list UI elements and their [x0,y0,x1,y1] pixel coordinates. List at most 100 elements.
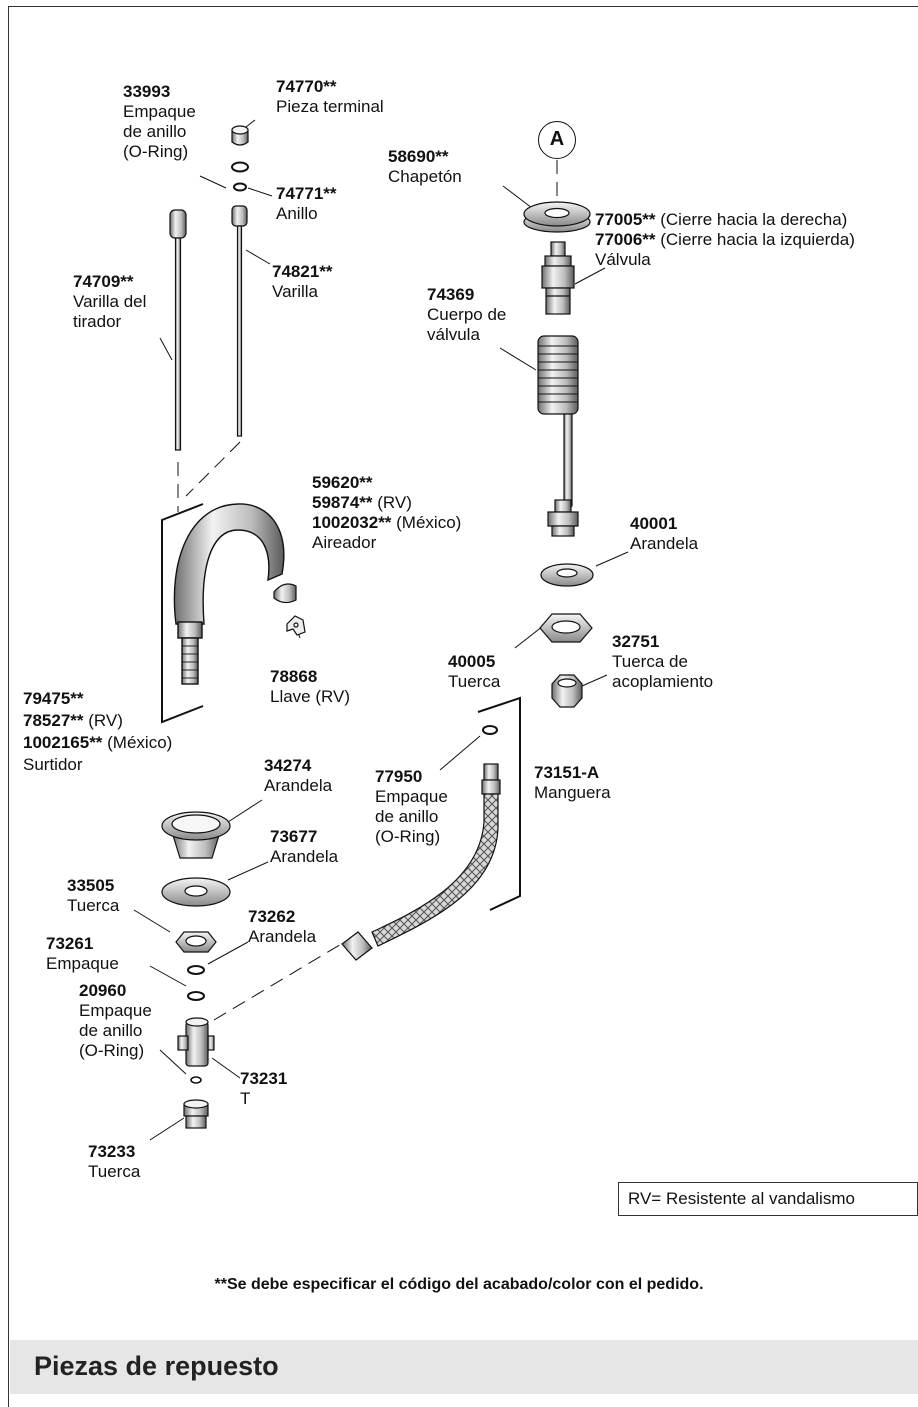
leader-74709 [159,337,173,361]
label-aerator: 59620** 59874** (RV) 1002032** (México) … [312,473,461,553]
part-desc: Empaque [123,102,196,121]
part-code: 74709 [73,272,121,291]
label-32751: 32751 Tuerca de acoplamiento [612,632,713,692]
part-note: (Cierre hacia la izquierda) [655,230,855,249]
label-74821: 74821** Varilla [272,262,333,302]
coupling-nut [551,674,583,708]
part-desc: (O-Ring) [375,827,441,846]
part-desc: Válvula [595,250,651,269]
section-banner: Piezas de repuesto [10,1340,918,1394]
part-code: 77006 [595,230,643,249]
part-code: 79475 [23,689,71,708]
leader-58690 [502,185,533,209]
finish-mark: ** [642,210,656,229]
part-desc: Tuerca [448,672,501,691]
finish-mark: ** [89,733,103,752]
label-74709: 74709** Varilla del tirador [73,272,146,332]
finish-mark: ** [70,689,84,708]
part-note: (México) [102,733,173,752]
part-desc: de anillo [375,807,439,826]
part-desc: de anillo [123,122,187,141]
part-desc: Tuerca de [612,652,688,671]
dashed-assembly-lines [177,160,558,1021]
valve-cartridge [541,241,575,315]
callout-circle-a: A [538,121,576,159]
part-code: 1002032 [312,513,379,532]
label-33993: 33993 Empaque de anillo (O-Ring) [123,82,196,162]
finish-mark: ** [435,147,449,166]
leader-32751 [581,674,608,687]
part-desc: Anillo [276,204,318,223]
leader-74821 [245,249,271,265]
leader-74369 [499,347,537,371]
part-note: (RV) [372,493,412,512]
label-33505: 33505 Tuerca [67,876,119,916]
label-73231: 73231 T [240,1069,287,1109]
spout [173,503,285,685]
label-valve-cartridge: 77005** (Cierre hacia la derecha) 77006*… [595,210,855,270]
part-desc: Aireador [312,533,377,552]
part-code: 20960 [79,981,127,1000]
part-code: 74821 [272,262,320,281]
finish-mark: ** [323,184,337,203]
label-78868: 78868 Llave (RV) [270,667,350,707]
finish-mark: ** [642,230,656,249]
part-desc: acoplamiento [612,672,714,691]
part-desc: Empaque [79,1001,152,1020]
part-code: 34274 [264,756,312,775]
part-desc: válvula [427,325,480,344]
leader-73233 [149,1117,185,1141]
part-code: 73231 [240,1069,288,1088]
part-desc: Empaque [46,954,119,973]
part-desc: T [240,1089,251,1108]
part-desc: Manguera [534,783,611,802]
part-code: 58690 [388,147,436,166]
part-desc: Chapetón [388,167,462,186]
finish-mark: ** [70,711,84,730]
part-desc: Varilla del [73,292,147,311]
leader-73262 [207,941,249,965]
part-code: 74771 [276,184,324,203]
label-73262: 73262 Arandela [248,907,316,947]
part-code: 40005 [448,652,496,671]
leader-valvula [574,267,606,285]
leader-40001 [595,551,629,567]
tee-fitting [177,1017,215,1067]
label-74369: 74369 Cuerpo de válvula [427,285,506,345]
part-code: 59620 [312,473,360,492]
part-code: 33993 [123,82,171,101]
leader-77950 [439,735,481,771]
nut-40005 [539,613,593,643]
leader-73261 [149,965,187,987]
escutcheon [523,201,591,233]
finish-mark: ** [323,77,337,96]
finish-mark: ** [359,493,373,512]
leader-20960 [159,1049,187,1075]
leader-34274 [227,799,263,823]
washer-34274 [161,811,231,859]
label-73677: 73677 Arandela [270,827,338,867]
part-desc: Arandela [264,776,333,795]
part-desc: Cuerpo de [427,305,507,324]
part-code: 78868 [270,667,318,686]
label-20960: 20960 Empaque de anillo (O-Ring) [79,981,152,1061]
rod-assembly [231,125,249,437]
washer-40001 [540,563,594,587]
part-desc: Varilla [272,282,318,301]
part-desc: Arandela [270,847,339,866]
label-73151a: 73151-A Manguera [534,763,611,803]
label-73261: 73261 Empaque [46,934,119,974]
label-34274: 34274 Arandela [264,756,332,796]
part-code: 74369 [427,285,475,304]
part-code: 74770 [276,77,324,96]
part-code: 73261 [46,934,94,953]
part-code: 73262 [248,907,296,926]
washer-73677 [161,877,231,907]
leader-73231 [211,1057,241,1079]
leader-33993 [199,175,227,189]
label-40001: 40001 Arandela [630,514,698,554]
part-desc: Surtidor [23,755,83,774]
aerator [273,583,297,604]
part-code: 77950 [375,767,423,786]
leader-40005 [514,625,544,649]
